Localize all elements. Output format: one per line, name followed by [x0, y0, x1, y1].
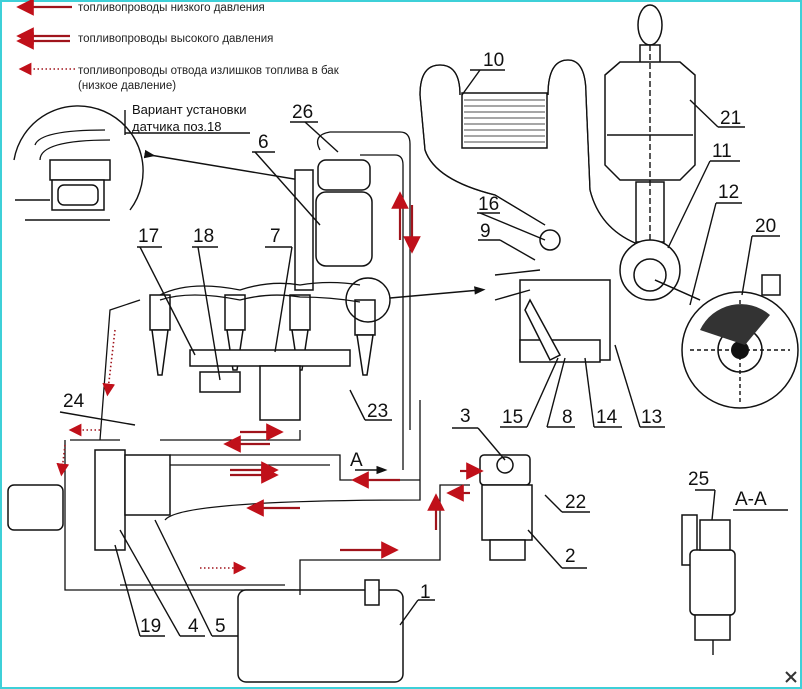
high-pressure-pump — [7, 400, 421, 680]
callout-6: 6 — [252, 132, 321, 226]
svg-text:3: 3 — [460, 406, 471, 427]
callout-12: 12 — [689, 182, 742, 306]
callout-24: 24 — [59, 391, 136, 426]
svg-text:9: 9 — [480, 221, 491, 242]
svg-text:19: 19 — [140, 616, 161, 637]
svg-text:21: 21 — [720, 108, 741, 129]
section-a-a-view: A-A — [681, 489, 788, 655]
callout-20: 20 — [741, 216, 780, 296]
callout-4: 4 — [119, 529, 205, 637]
turbocharger — [494, 229, 701, 363]
inset-pointer-arrow — [143, 149, 301, 181]
callout-18: 18 — [192, 226, 221, 381]
svg-text:7: 7 — [270, 226, 281, 247]
fine-fuel-filter — [294, 131, 421, 470]
svg-text:11: 11 — [712, 141, 732, 162]
svg-text:1: 1 — [420, 582, 431, 603]
callout-3: 3 — [452, 406, 506, 461]
callout-22: 22 — [544, 492, 590, 513]
callout-10: 10 — [461, 50, 505, 96]
svg-text:20: 20 — [755, 216, 776, 237]
legend-return-line: топливопроводы отвода излишков топлива в… — [18, 62, 340, 92]
legend: топливопроводы низкого давления топливоп… — [16, 0, 340, 92]
sensor-variant-inset: Вариант установки датчика поз.18 — [13, 102, 301, 221]
legend-return-line-label: топливопроводы отвода излишков топлива в… — [78, 65, 340, 77]
legend-high-pressure-label: топливопроводы высокого давления — [78, 33, 273, 45]
tools-icon — [785, 671, 797, 683]
svg-text:14: 14 — [596, 407, 618, 428]
coarse-fuel-filter — [351, 454, 533, 561]
high-pressure-arrow-icon — [16, 27, 70, 50]
legend-low-pressure-label: топливопроводы низкого давления — [78, 2, 265, 14]
callout-14: 14 — [584, 357, 622, 428]
callout-23: 23 — [349, 389, 392, 422]
callout-9: 9 — [478, 221, 536, 261]
svg-text:6: 6 — [258, 132, 269, 153]
svg-text:8: 8 — [562, 407, 573, 428]
callout-21: 21 — [689, 99, 745, 129]
svg-text:17: 17 — [138, 226, 159, 247]
intercooler — [419, 59, 641, 246]
svg-text:10: 10 — [483, 50, 504, 71]
callout-19: 19 — [114, 544, 165, 637]
svg-text:26: 26 — [292, 102, 313, 123]
svg-text:4: 4 — [188, 616, 199, 637]
svg-text:23: 23 — [367, 401, 388, 422]
svg-text:12: 12 — [718, 182, 739, 203]
svg-text:22: 22 — [565, 492, 586, 513]
callout-16: 16 — [477, 194, 546, 241]
callout-26: 26 — [290, 102, 339, 153]
svg-text:2: 2 — [565, 546, 576, 567]
view-marker: A — [350, 450, 388, 475]
callout-11: 11 — [667, 141, 740, 249]
svg-text:24: 24 — [63, 391, 85, 412]
callout-8: 8 — [546, 357, 575, 428]
legend-high-pressure: топливопроводы высокого давления — [16, 27, 273, 50]
svg-text:18: 18 — [193, 226, 214, 247]
callout-13: 13 — [614, 344, 665, 428]
section-label: A-A — [735, 489, 767, 510]
callout-15: 15 — [500, 357, 559, 428]
injectors — [99, 277, 486, 441]
svg-text:16: 16 — [478, 194, 499, 215]
svg-text:5: 5 — [215, 616, 226, 637]
callouts: 1 2 3 4 5 6 7 8 9 10 11 12 13 14 15 16 1… — [59, 50, 780, 637]
air-filter — [604, 4, 696, 243]
callout-7: 7 — [265, 226, 293, 353]
callout-2: 2 — [527, 529, 587, 569]
callout-1: 1 — [399, 582, 435, 626]
callout-5: 5 — [154, 519, 238, 637]
legend-return-line-label-2: (низкое давление) — [78, 80, 176, 92]
svg-text:13: 13 — [641, 407, 662, 428]
fan — [681, 274, 799, 409]
legend-low-pressure: топливопроводы низкого давления — [16, 0, 265, 16]
inset-note-line2: датчика поз.18 — [132, 119, 222, 134]
view-marker-label: A — [350, 450, 363, 471]
callout-25: 25 — [688, 469, 716, 521]
fuel-tank — [237, 484, 470, 683]
inset-circle — [13, 105, 144, 211]
fuel-rail — [189, 349, 351, 367]
svg-text:15: 15 — [502, 407, 523, 428]
callout-17: 17 — [137, 226, 196, 356]
svg-text:25: 25 — [688, 469, 709, 490]
inset-note-line1: Вариант установки — [132, 102, 247, 117]
